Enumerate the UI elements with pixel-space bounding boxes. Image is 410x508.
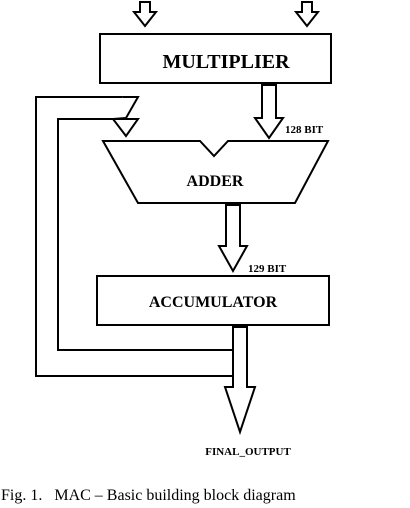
multiplier-to-adder-arrow [253,84,285,140]
bus-label-129: 129 BIT [248,263,287,275]
feedback-path-outer [35,96,233,377]
multiplier-label: MULTIPLIER [162,51,290,73]
input-arrow-right [293,1,321,28]
accumulator-block [96,275,330,326]
multiplier-block [99,33,332,84]
accumulator-label: ACCUMULATOR [149,294,278,311]
feedback-path-inner [57,118,233,351]
feedback-arrow-tip [112,96,140,120]
figure-caption: Fig. 1. MAC – Basic building block diagr… [1,487,296,504]
input-arrow-left [131,1,159,28]
feedback-arrow-head [110,118,140,138]
adder-to-accumulator-arrow [217,204,249,274]
bus-label-128: 128 BIT [285,124,324,136]
adder-block [101,140,330,204]
adder-label: ADDER [187,173,244,190]
final-output-label: FINAL_OUTPUT [205,446,291,458]
final-output-arrow [223,326,257,436]
